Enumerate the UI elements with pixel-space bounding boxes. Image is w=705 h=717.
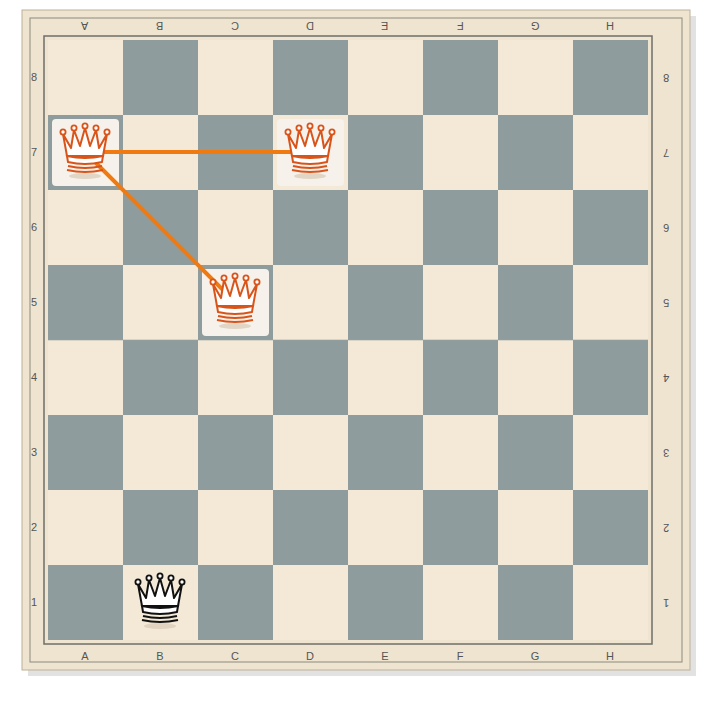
board-square [273, 340, 348, 415]
coordinate-label: 8 [663, 72, 669, 83]
board-square [48, 190, 123, 265]
coordinate-label: 6 [663, 222, 669, 233]
board-square [423, 565, 498, 640]
board-square [423, 115, 498, 190]
board-square [348, 490, 423, 565]
coordinate-label: D [306, 20, 314, 31]
board-square [498, 340, 573, 415]
coordinate-label: C [231, 651, 239, 662]
board-square [423, 490, 498, 565]
coordinate-label: 7 [663, 147, 669, 158]
board-square [123, 565, 198, 640]
board-square [573, 190, 648, 265]
coordinate-label: 1 [31, 597, 37, 608]
board-square [498, 265, 573, 340]
coordinate-label: D [306, 651, 314, 662]
board-square [498, 115, 573, 190]
board-square [123, 40, 198, 115]
coordinate-label: H [606, 651, 614, 662]
board-square [48, 415, 123, 490]
board-square [573, 340, 648, 415]
board-square [498, 415, 573, 490]
board-square [573, 40, 648, 115]
board-square [198, 415, 273, 490]
coordinate-label: G [531, 651, 540, 662]
board-square [273, 565, 348, 640]
coordinate-label: 6 [31, 222, 37, 233]
board-square [573, 415, 648, 490]
board-square [273, 415, 348, 490]
board-square [123, 415, 198, 490]
board-square [348, 40, 423, 115]
board-square [348, 265, 423, 340]
coordinate-label: C [231, 20, 239, 31]
board-square [423, 415, 498, 490]
board-square [48, 40, 123, 115]
board-square [123, 490, 198, 565]
board-square [348, 340, 423, 415]
coordinate-label: A [81, 651, 88, 662]
board-square [423, 40, 498, 115]
coordinate-label: 8 [31, 72, 37, 83]
board-square [48, 490, 123, 565]
board-square [348, 115, 423, 190]
board-square [273, 40, 348, 115]
board-square [273, 265, 348, 340]
board-square [198, 340, 273, 415]
board-square [48, 340, 123, 415]
coordinate-label: 5 [663, 297, 669, 308]
coordinate-label: E [381, 651, 388, 662]
coordinate-label: B [156, 20, 163, 31]
board-square [573, 565, 648, 640]
coordinate-label: G [531, 20, 540, 31]
coordinate-label: E [381, 20, 388, 31]
board-square [348, 565, 423, 640]
board-square [48, 265, 123, 340]
board-square [573, 490, 648, 565]
board-square [48, 565, 123, 640]
coordinate-label: 2 [31, 522, 37, 533]
board-square [573, 265, 648, 340]
board-square [423, 265, 498, 340]
coordinate-label: 5 [31, 297, 37, 308]
coordinate-label: 3 [663, 447, 669, 458]
coordinate-label: 4 [31, 372, 37, 383]
coordinate-label: 1 [663, 597, 669, 608]
coordinate-label: 7 [31, 147, 37, 158]
board-square [498, 565, 573, 640]
coordinate-label: 4 [663, 372, 669, 383]
board-square [123, 265, 198, 340]
board-square [198, 565, 273, 640]
coordinate-label: A [81, 20, 88, 31]
board-square [498, 190, 573, 265]
coordinate-label: H [606, 20, 614, 31]
coordinate-label: 3 [31, 447, 37, 458]
coordinate-label: 2 [663, 522, 669, 533]
board-square [123, 340, 198, 415]
board-square [198, 190, 273, 265]
board-square [348, 415, 423, 490]
board-square [198, 40, 273, 115]
board-square [423, 190, 498, 265]
board-square [573, 115, 648, 190]
coordinate-label: F [457, 651, 464, 662]
board-square [273, 190, 348, 265]
board-square [498, 40, 573, 115]
coordinate-label: B [156, 651, 163, 662]
board-square [423, 340, 498, 415]
board-square [348, 190, 423, 265]
board-square [498, 490, 573, 565]
board-square [198, 490, 273, 565]
coordinate-label: F [457, 20, 464, 31]
board-square [273, 490, 348, 565]
